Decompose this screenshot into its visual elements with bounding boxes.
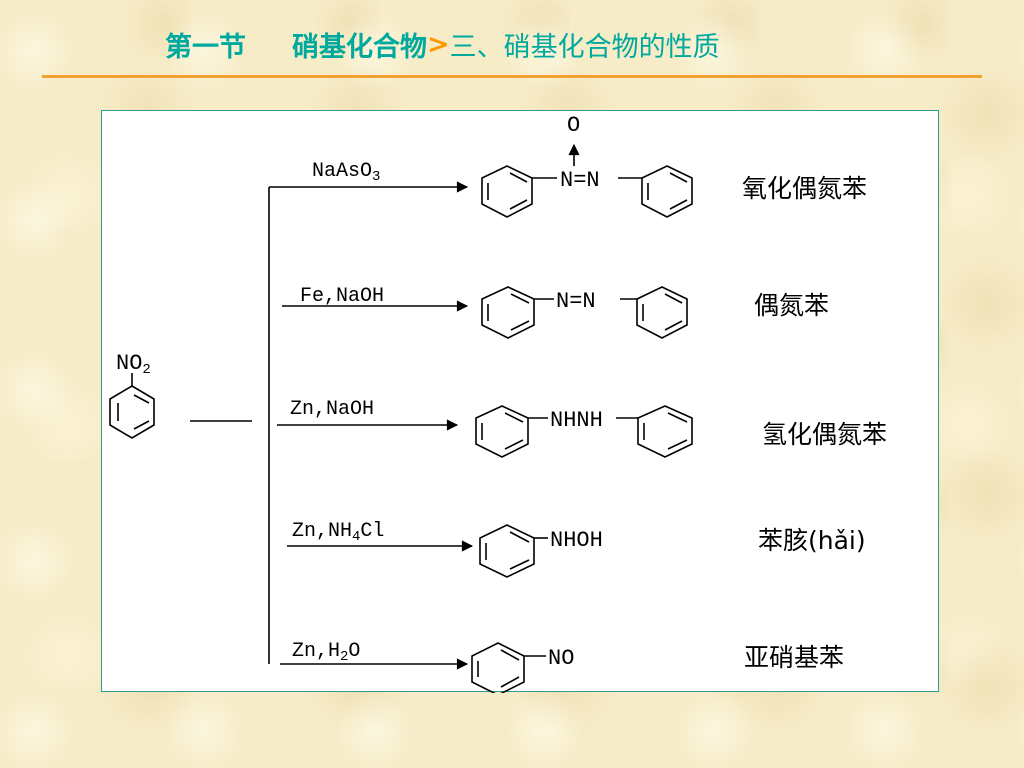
product-name: 亚硝基苯 xyxy=(744,643,844,672)
reaction-row-4: Zn,NH4Cl NHOH 苯胲(hǎi) xyxy=(287,520,866,578)
benzene-ring xyxy=(109,385,155,439)
benzene-ring xyxy=(481,286,535,339)
nitrobenzene: NO2 xyxy=(109,351,155,439)
benzene-ring xyxy=(637,405,693,458)
product-name: 苯胲(hǎi) xyxy=(758,526,866,555)
reaction-panel: NO2 NaAsO3 N=N O 氧化偶氮苯 Fe,NaOH xyxy=(101,110,939,693)
benzene-ring xyxy=(636,286,688,339)
title-section: 第一节 xyxy=(165,31,246,63)
reaction-row-5: Zn,H2O NO 亚硝基苯 xyxy=(280,640,844,693)
reaction-row-2: Fe,NaOH N=N 偶氮苯 xyxy=(282,285,829,339)
slide-title: 第一节 硝基化合物 > 三、硝基化合物的性质 xyxy=(165,24,720,64)
product-link-label: N=N xyxy=(560,168,600,193)
reagent-label: Zn,NaOH xyxy=(290,398,374,421)
reagent-label: NaAsO3 xyxy=(312,160,380,185)
title-divider xyxy=(42,75,982,78)
benzene-ring xyxy=(475,405,529,458)
product-link-label: NHNH xyxy=(550,408,603,433)
reagent-label: Zn,NH4Cl xyxy=(292,520,384,545)
benzene-ring xyxy=(479,524,535,578)
product-link-label: N=N xyxy=(556,289,596,314)
reagent-label: Zn,H2O xyxy=(292,640,360,665)
reaction-row-1: NaAsO3 N=N O 氧化偶氮苯 xyxy=(269,113,867,218)
nitro-group-label: NO2 xyxy=(116,351,151,378)
benzene-ring xyxy=(481,165,533,218)
product-name: 氢化偶氮苯 xyxy=(762,420,887,449)
product-name: 氧化偶氮苯 xyxy=(742,174,867,203)
product-link-label: NHOH xyxy=(550,528,603,553)
product-link-label: NO xyxy=(548,646,574,671)
title-subsection: 三、硝基化合物的性质 xyxy=(449,31,720,63)
title-arrow: > xyxy=(427,28,450,60)
oxygen-label: O xyxy=(567,113,580,138)
benzene-ring xyxy=(471,642,525,693)
product-name: 偶氮苯 xyxy=(754,291,829,320)
benzene-ring xyxy=(641,165,693,218)
reaction-row-3: Zn,NaOH NHNH 氢化偶氮苯 xyxy=(277,398,887,458)
reaction-scheme: NO2 NaAsO3 N=N O 氧化偶氮苯 Fe,NaOH xyxy=(109,113,887,693)
title-chapter: 硝基化合物 xyxy=(292,31,427,63)
reagent-label: Fe,NaOH xyxy=(300,285,384,308)
